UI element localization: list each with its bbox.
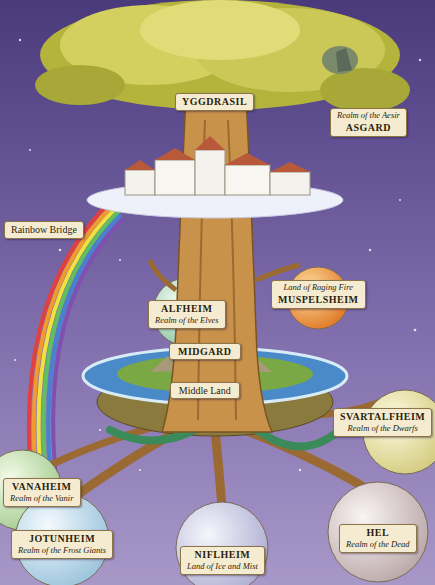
asgard-city-part — [270, 172, 310, 195]
realm-banner: VANAHEIMRealm of the Vanir — [3, 478, 81, 507]
tree-trunk-part — [256, 265, 300, 280]
realm-name: SVARTALFHEIM — [340, 410, 425, 423]
realm-caption: Rainbow Bridge — [11, 223, 77, 236]
realm-banner: HELRealm of the Dead — [339, 524, 417, 553]
realm-caption: Realm of the Dwarfs — [340, 423, 425, 434]
realm-caption: Land of Ice and Mist — [187, 561, 258, 572]
asgard-city-part — [125, 170, 155, 195]
sphere-realms-part — [176, 502, 268, 585]
stars-part — [59, 249, 62, 252]
stars-part — [414, 329, 417, 332]
stars-part — [139, 469, 141, 471]
stars-part — [399, 199, 401, 201]
realm-name: ALFHEIM — [155, 302, 219, 315]
realm-name: MIDGARD — [169, 343, 241, 360]
realm-name: MUSPELSHEIM — [278, 293, 359, 306]
realm-caption: Land of Raging Fire — [278, 282, 359, 293]
stars-part — [369, 249, 371, 251]
realm-caption: Realm of the Vanir — [10, 493, 74, 504]
realm-name: VANAHEIM — [10, 480, 74, 493]
asgard-city — [87, 136, 343, 218]
realm-caption: Realm of the Dead — [346, 539, 410, 550]
tree-trunk-part — [150, 260, 176, 290]
realm-banner: Land of Raging FireMUSPELSHEIM — [271, 280, 366, 309]
realm-name: HEL — [346, 526, 410, 539]
asgard-city-part — [225, 165, 270, 195]
tree-canopy-part — [140, 0, 300, 60]
stars-part — [14, 359, 16, 361]
stars-part — [29, 149, 31, 151]
realm-banner: Realm of the AesirASGARD — [330, 108, 407, 137]
realm-caption: Middle Land — [170, 382, 240, 399]
realm-banner: MIDGARD Middle Land — [169, 343, 241, 399]
realm-name: YGGDRASIL — [182, 95, 247, 108]
stars-part — [19, 39, 21, 41]
realm-banner: JOTUNHEIMRealm of the Frost Giants — [11, 530, 113, 559]
bridge-banner: Rainbow Bridge — [4, 221, 84, 239]
asgard-city-part — [195, 150, 225, 195]
realm-name: ASGARD — [337, 121, 400, 134]
realm-banner: ALFHEIMRealm of the Elves — [148, 300, 226, 329]
stars-part — [299, 469, 301, 471]
tree-canopy-part — [35, 65, 125, 105]
asgard-city-part — [155, 160, 195, 195]
tree-canopy-part — [322, 46, 358, 74]
tree-trunk — [80, 89, 370, 432]
realm-banner: SVARTALFHEIMRealm of the Dwarfs — [333, 408, 432, 437]
tree-roots-part — [240, 428, 365, 488]
realm-caption: Realm of the Aesir — [337, 110, 400, 121]
realm-name: NIFLHEIM — [187, 548, 258, 561]
stars-part — [99, 429, 101, 431]
realm-caption: Realm of the Frost Giants — [18, 545, 106, 556]
tree-roots-part — [215, 430, 222, 508]
realm-caption: Realm of the Elves — [155, 315, 219, 326]
tree-canopy-part — [320, 68, 410, 112]
asgard-city-part — [125, 136, 310, 172]
title-banner: YGGDRASIL — [175, 93, 254, 111]
realm-banner: NIFLHEIMLand of Ice and Mist — [180, 546, 265, 575]
sphere-realms-part — [328, 482, 428, 582]
tree-canopy — [35, 0, 410, 112]
realm-name: JOTUNHEIM — [18, 532, 106, 545]
stars-part — [119, 259, 121, 261]
tree-canopy-part — [336, 48, 352, 72]
stars-part — [419, 59, 421, 61]
